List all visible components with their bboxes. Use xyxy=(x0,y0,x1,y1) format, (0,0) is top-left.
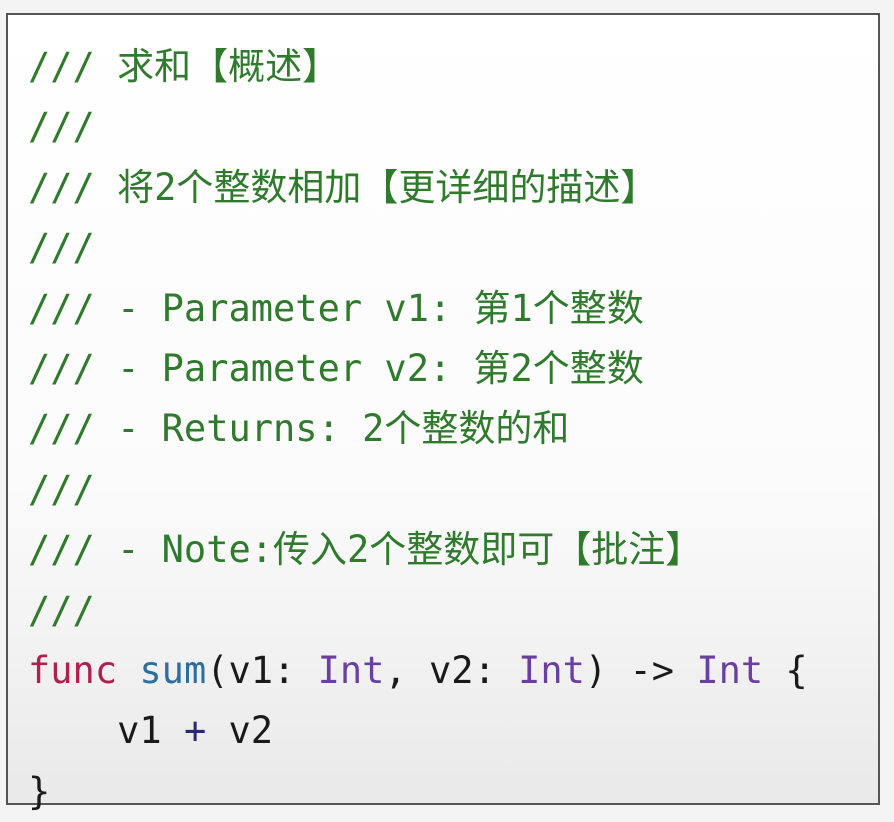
token-plain: ) -> xyxy=(584,648,697,692)
token-comment: /// 求和【概述】 xyxy=(28,45,340,88)
doc-comment-line: /// - Parameter v2: 第2个整数 xyxy=(28,339,808,399)
token-kw: func xyxy=(28,648,118,692)
token-comment: /// - Parameter v2: 第2个整数 xyxy=(28,346,644,390)
doc-comment-line: /// xyxy=(28,460,808,520)
token-plain: } xyxy=(28,769,51,813)
token-comment: /// xyxy=(28,467,95,511)
token-plain: (v1: xyxy=(206,648,318,692)
token-plain xyxy=(117,649,139,692)
code-panel: /// 求和【概述】 /// /// 将2个整数相加【更详细的描述】 /// /// -… xyxy=(6,13,880,813)
token-plain: v2 xyxy=(206,709,274,753)
doc-comment-line: /// 求和【概述】 xyxy=(28,37,808,97)
token-comment: /// - Returns: 2个整数的和 xyxy=(28,407,570,451)
code-block: /// 求和【概述】 /// /// 将2个整数相加【更详细的描述】 /// /// -… xyxy=(28,37,808,822)
token-type: Int xyxy=(317,648,385,692)
code-line: } xyxy=(28,762,808,822)
doc-comment-line: /// xyxy=(28,97,808,157)
token-comment: /// - Parameter v1: 第1个整数 xyxy=(28,286,644,330)
token-type: Int xyxy=(518,648,585,692)
doc-comment-line: /// - Parameter v1: 第1个整数 xyxy=(28,279,808,339)
token-comment: /// xyxy=(28,226,95,270)
token-type: Int xyxy=(696,648,764,692)
token-comment: /// xyxy=(28,588,95,632)
doc-comment-line: /// - Note:传入2个整数即可【批注】 xyxy=(28,520,808,580)
token-comment: /// 将2个整数相加【更详细的描述】 xyxy=(28,165,658,209)
doc-comment-line: /// 将2个整数相加【更详细的描述】 xyxy=(28,158,808,218)
token-op: + xyxy=(183,709,207,753)
doc-comment-line: /// xyxy=(28,218,808,278)
token-comment: /// xyxy=(28,105,95,149)
token-comment: /// - Note:传入2个整数即可【批注】 xyxy=(28,528,703,572)
token-fn: sum xyxy=(139,648,207,692)
token-plain: { xyxy=(763,648,808,692)
token-plain: , v2: xyxy=(384,648,519,692)
code-line: func sum(v1: Int, v2: Int) -> Int { xyxy=(28,641,808,701)
token-plain: v1 xyxy=(28,709,184,753)
code-line: v1 + v2 xyxy=(28,701,808,761)
doc-comment-line: /// xyxy=(28,581,808,641)
doc-comment-line: /// - Returns: 2个整数的和 xyxy=(28,399,808,459)
